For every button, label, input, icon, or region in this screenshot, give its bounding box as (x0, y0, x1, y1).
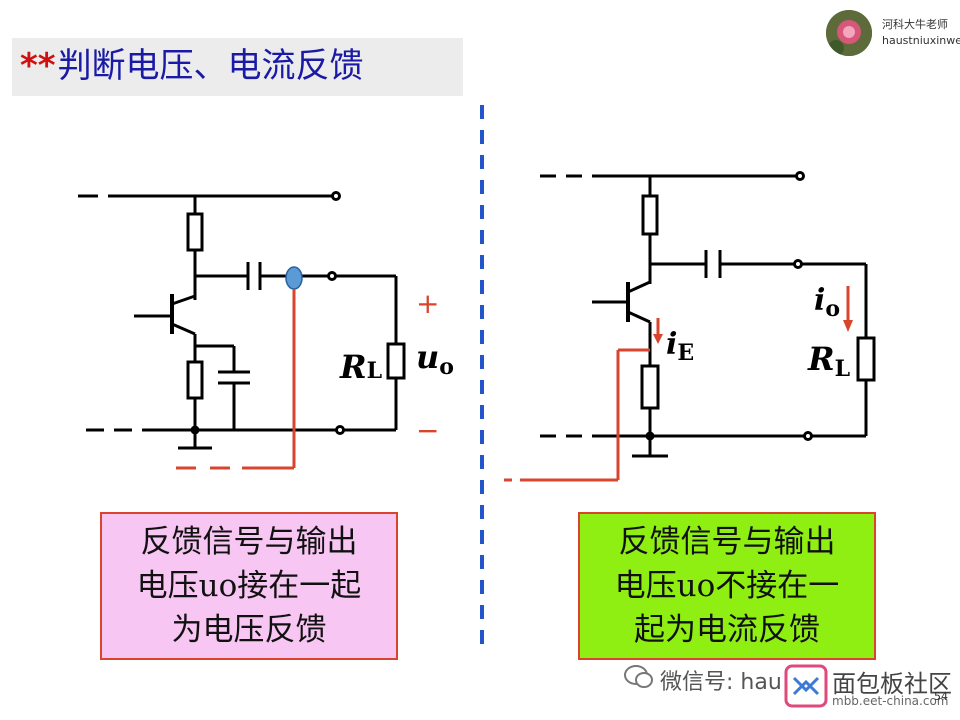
left-minus-sign: − (416, 414, 439, 447)
left-feedback-path (176, 289, 296, 470)
mbb-logo-icon (784, 664, 828, 708)
watermark-site-name: 面包板社区 (832, 670, 952, 698)
watermark-url: mbb.eet-china.com (832, 694, 949, 708)
title-background (12, 38, 463, 96)
right-terminal-top (795, 171, 805, 181)
flower-logo-icon (826, 10, 872, 56)
right-io-label: io (814, 283, 840, 322)
title-text: 判断电压、电流反馈 (57, 46, 364, 86)
left-rl-label: RL (339, 348, 382, 386)
note-left-line-3: 为电压反馈 (171, 612, 327, 648)
left-plus-sign: + (416, 287, 439, 320)
note-left-line-1: 反馈信号与输出 (140, 524, 358, 560)
right-ie-label: iE (666, 327, 694, 366)
right-feedback-path (504, 348, 650, 482)
right-emitter-resistor (640, 364, 660, 410)
left-uo-label: uo (416, 338, 454, 380)
right-ie-arrow (653, 318, 663, 344)
left-feedback-node (285, 266, 303, 290)
wechat-icon (624, 665, 653, 688)
right-io-arrow (843, 286, 853, 332)
right-terminal-out (793, 259, 803, 269)
note-right-line-2: 电压uo不接在一 (614, 568, 840, 604)
brand-handle: haustniuxinwen (882, 34, 960, 47)
note-left-line-2: 电压uo接在一起 (136, 568, 362, 604)
right-terminal-bottom (803, 431, 813, 441)
page-number: 54 (934, 690, 948, 703)
left-load-resistor (386, 342, 406, 380)
left-emitter-resistor (186, 360, 204, 400)
left-terminal-bottom (335, 425, 345, 435)
page-title: **判断电压、电流反馈 (20, 40, 364, 92)
note-right-line-1: 反馈信号与输出 (618, 524, 836, 560)
brand-name: 河科大牛老师 (882, 18, 948, 31)
right-collector-resistor (641, 194, 659, 236)
current-feedback-note: 反馈信号与输出 电压uo不接在一 起为电流反馈 (578, 512, 876, 660)
left-terminal-out (327, 271, 337, 281)
left-collector-resistor (186, 212, 204, 252)
title-stars: ** (20, 46, 56, 86)
left-terminal-top (331, 191, 341, 201)
right-circuit (540, 171, 876, 458)
voltage-feedback-note: 反馈信号与输出 电压uo接在一起 为电压反馈 (100, 512, 398, 660)
right-rl-label: RL (807, 340, 850, 382)
watermark-wechat-id: 微信号: hau (660, 670, 782, 695)
right-load-resistor (856, 336, 876, 382)
left-circuit (78, 191, 406, 450)
note-right-line-3: 起为电流反馈 (634, 612, 820, 648)
